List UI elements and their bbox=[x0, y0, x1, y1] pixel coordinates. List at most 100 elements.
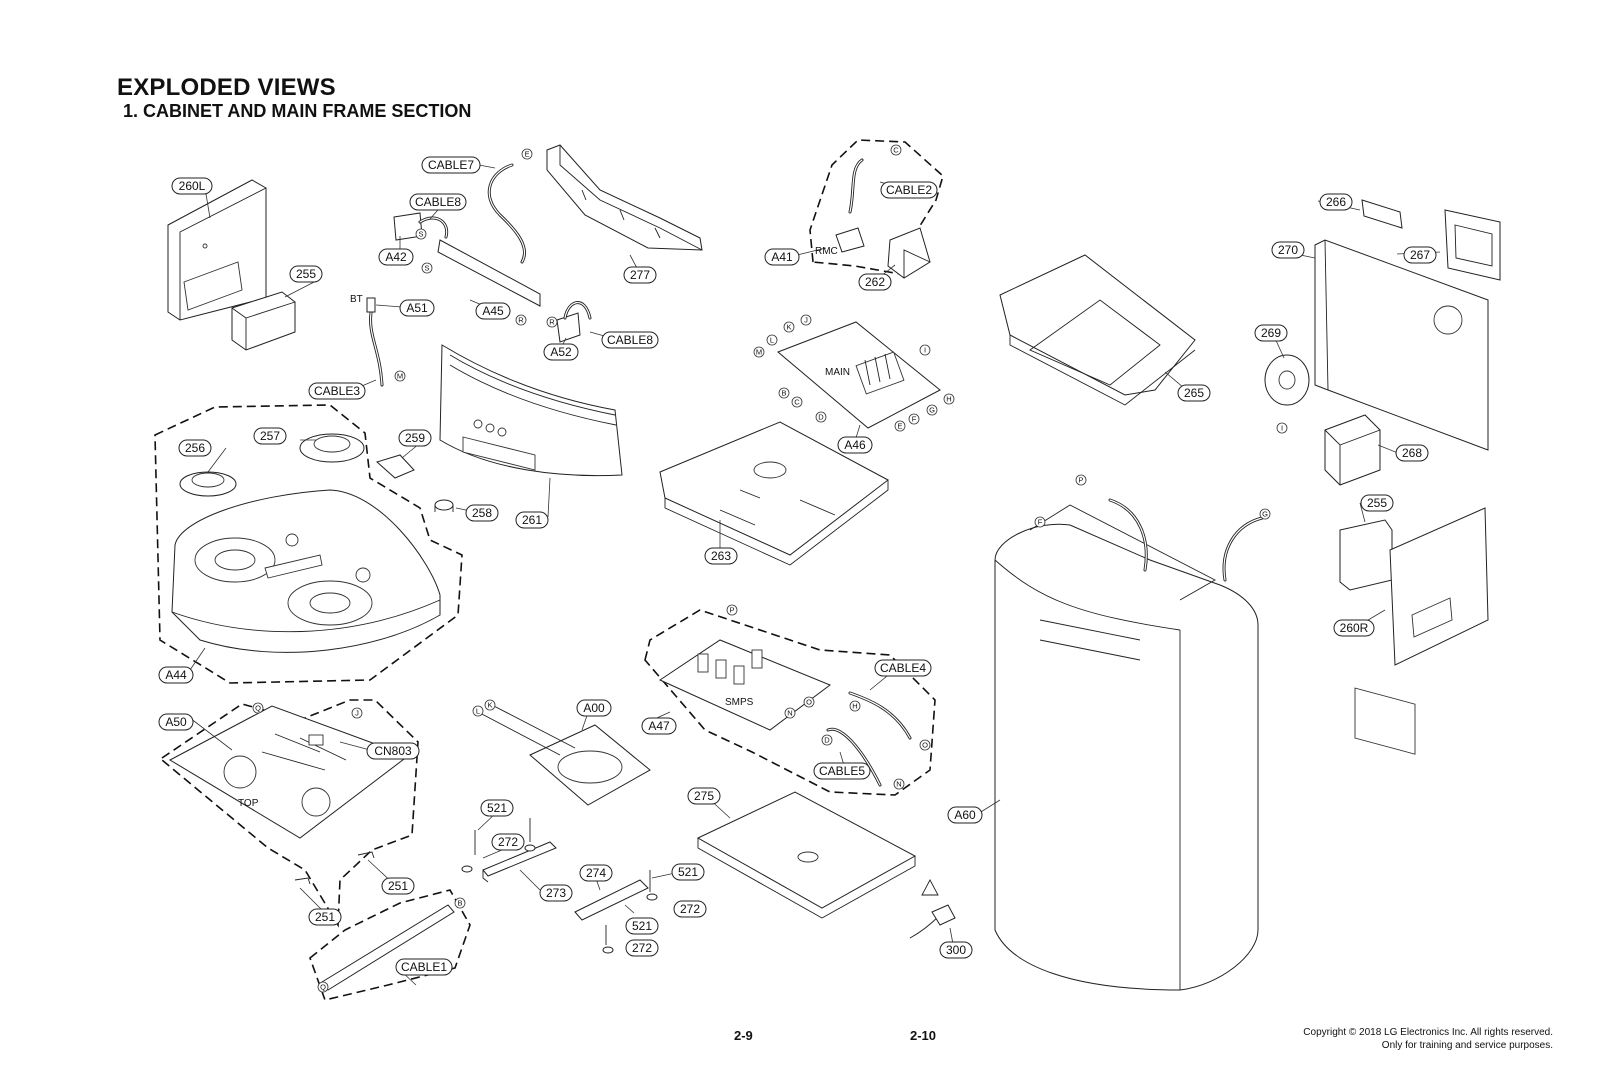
part-cable7 bbox=[487, 163, 526, 264]
svg-text:C: C bbox=[794, 398, 800, 407]
part-300-power-cord bbox=[909, 879, 956, 939]
connector-S: S bbox=[421, 262, 433, 274]
callout-259: 259 bbox=[398, 429, 432, 447]
connector-R: R bbox=[515, 314, 527, 326]
connector-O: O bbox=[803, 696, 815, 708]
callout-268: 268 bbox=[1395, 444, 1429, 462]
part-274-bracket bbox=[574, 879, 649, 921]
svg-text:521: 521 bbox=[487, 801, 507, 815]
svg-text:270: 270 bbox=[1278, 243, 1298, 257]
svg-text:I: I bbox=[924, 346, 926, 355]
part-cable4 bbox=[848, 691, 912, 740]
copyright-line-2: Only for training and service purposes. bbox=[1381, 1040, 1553, 1051]
callout-A47: A47 bbox=[641, 717, 677, 735]
svg-text:H: H bbox=[852, 702, 857, 711]
connector-C: C bbox=[890, 144, 902, 156]
svg-text:CABLE1: CABLE1 bbox=[401, 960, 447, 974]
part-257-knob bbox=[299, 433, 365, 463]
svg-text:260L: 260L bbox=[179, 179, 206, 193]
svg-text:272: 272 bbox=[632, 941, 652, 955]
svg-text:CABLE8: CABLE8 bbox=[415, 195, 461, 209]
svg-text:P: P bbox=[729, 606, 734, 615]
svg-text:K: K bbox=[487, 701, 492, 710]
part-251-clip-b bbox=[294, 877, 311, 885]
callout-CABLE8-left: CABLE8 bbox=[409, 193, 467, 211]
svg-text:274: 274 bbox=[586, 866, 606, 880]
svg-text:CABLE2: CABLE2 bbox=[886, 183, 932, 197]
connector-Q: Q bbox=[317, 981, 329, 993]
part-255-right bbox=[1339, 519, 1393, 591]
part-269-fan bbox=[1264, 354, 1310, 406]
callout-261: 261 bbox=[515, 511, 549, 529]
part-260R-panel bbox=[1389, 507, 1489, 666]
connector-M: M bbox=[394, 370, 406, 382]
svg-text:J: J bbox=[804, 316, 808, 325]
connector-J: J bbox=[800, 314, 812, 326]
part-259-button bbox=[376, 454, 415, 479]
part-270-rear-panel bbox=[1314, 239, 1489, 755]
connector-S: S bbox=[415, 228, 427, 240]
connector-L: L bbox=[472, 705, 484, 717]
connector-E: E bbox=[521, 148, 533, 160]
svg-text:S: S bbox=[418, 230, 423, 239]
svg-text:260R: 260R bbox=[1340, 621, 1369, 635]
callout-A42: A42 bbox=[378, 248, 414, 266]
callout-A51: A51 bbox=[399, 299, 435, 317]
svg-text:267: 267 bbox=[1410, 248, 1430, 262]
section-title: 1. CABINET AND MAIN FRAME SECTION bbox=[123, 101, 472, 121]
page-title: EXPLODED VIEWS bbox=[117, 74, 336, 101]
svg-text:O: O bbox=[922, 741, 928, 750]
callout-A46: A46 bbox=[837, 436, 873, 454]
svg-text:251: 251 bbox=[315, 910, 335, 924]
part-277-frame bbox=[546, 144, 703, 251]
part-258-cap bbox=[434, 499, 454, 512]
part-260L bbox=[167, 179, 267, 321]
svg-text:258: 258 bbox=[472, 506, 492, 520]
callout-A60: A60 bbox=[947, 806, 983, 824]
svg-text:A42: A42 bbox=[385, 250, 407, 264]
svg-text:265: 265 bbox=[1184, 386, 1204, 400]
svg-text:D: D bbox=[824, 736, 830, 745]
svg-text:H: H bbox=[946, 395, 951, 404]
connector-B: B bbox=[778, 387, 790, 399]
part-A60-cabinet bbox=[994, 498, 1264, 991]
svg-text:N: N bbox=[896, 780, 901, 789]
svg-text:A46: A46 bbox=[844, 438, 866, 452]
svg-text:G: G bbox=[1262, 510, 1268, 519]
callout-521-b: 521 bbox=[671, 863, 705, 881]
callout-269: 269 bbox=[1254, 324, 1288, 342]
callout-A45: A45 bbox=[475, 302, 511, 320]
svg-text:272: 272 bbox=[680, 902, 700, 916]
svg-text:M: M bbox=[397, 372, 403, 381]
svg-text:255: 255 bbox=[296, 267, 316, 281]
callout-260R: 260R bbox=[1333, 619, 1375, 637]
part-272-feet bbox=[461, 844, 658, 954]
callout-270: 270 bbox=[1271, 241, 1305, 259]
svg-text:273: 273 bbox=[546, 886, 566, 900]
svg-text:Q: Q bbox=[320, 983, 326, 992]
connector-K: K bbox=[484, 699, 496, 711]
part-268-box bbox=[1324, 414, 1381, 486]
callout-262: 262 bbox=[858, 273, 892, 291]
connector-N: N bbox=[784, 707, 796, 719]
svg-text:266: 266 bbox=[1326, 195, 1346, 209]
part-263-chassis bbox=[659, 421, 889, 566]
callout-A50: A50 bbox=[158, 713, 194, 731]
svg-text:F: F bbox=[912, 415, 917, 424]
callout-A44: A44 bbox=[158, 666, 194, 684]
connector-O: O bbox=[919, 739, 931, 751]
bt-label: BT bbox=[350, 294, 363, 305]
svg-text:CABLE8: CABLE8 bbox=[607, 333, 653, 347]
svg-text:A47: A47 bbox=[648, 719, 670, 733]
svg-text:A41: A41 bbox=[771, 250, 793, 264]
svg-text:B: B bbox=[457, 899, 462, 908]
svg-text:G: G bbox=[929, 406, 935, 415]
connector-I: I bbox=[1276, 422, 1288, 434]
rmc-label: RMC bbox=[815, 246, 838, 257]
copyright-notice: Copyright © 2018 LG Electronics Inc. All… bbox=[1303, 1026, 1553, 1052]
main-label: MAIN bbox=[825, 367, 850, 378]
part-275-tray bbox=[696, 791, 917, 919]
connector-E: E bbox=[894, 420, 906, 432]
connector-P: P bbox=[726, 604, 738, 616]
